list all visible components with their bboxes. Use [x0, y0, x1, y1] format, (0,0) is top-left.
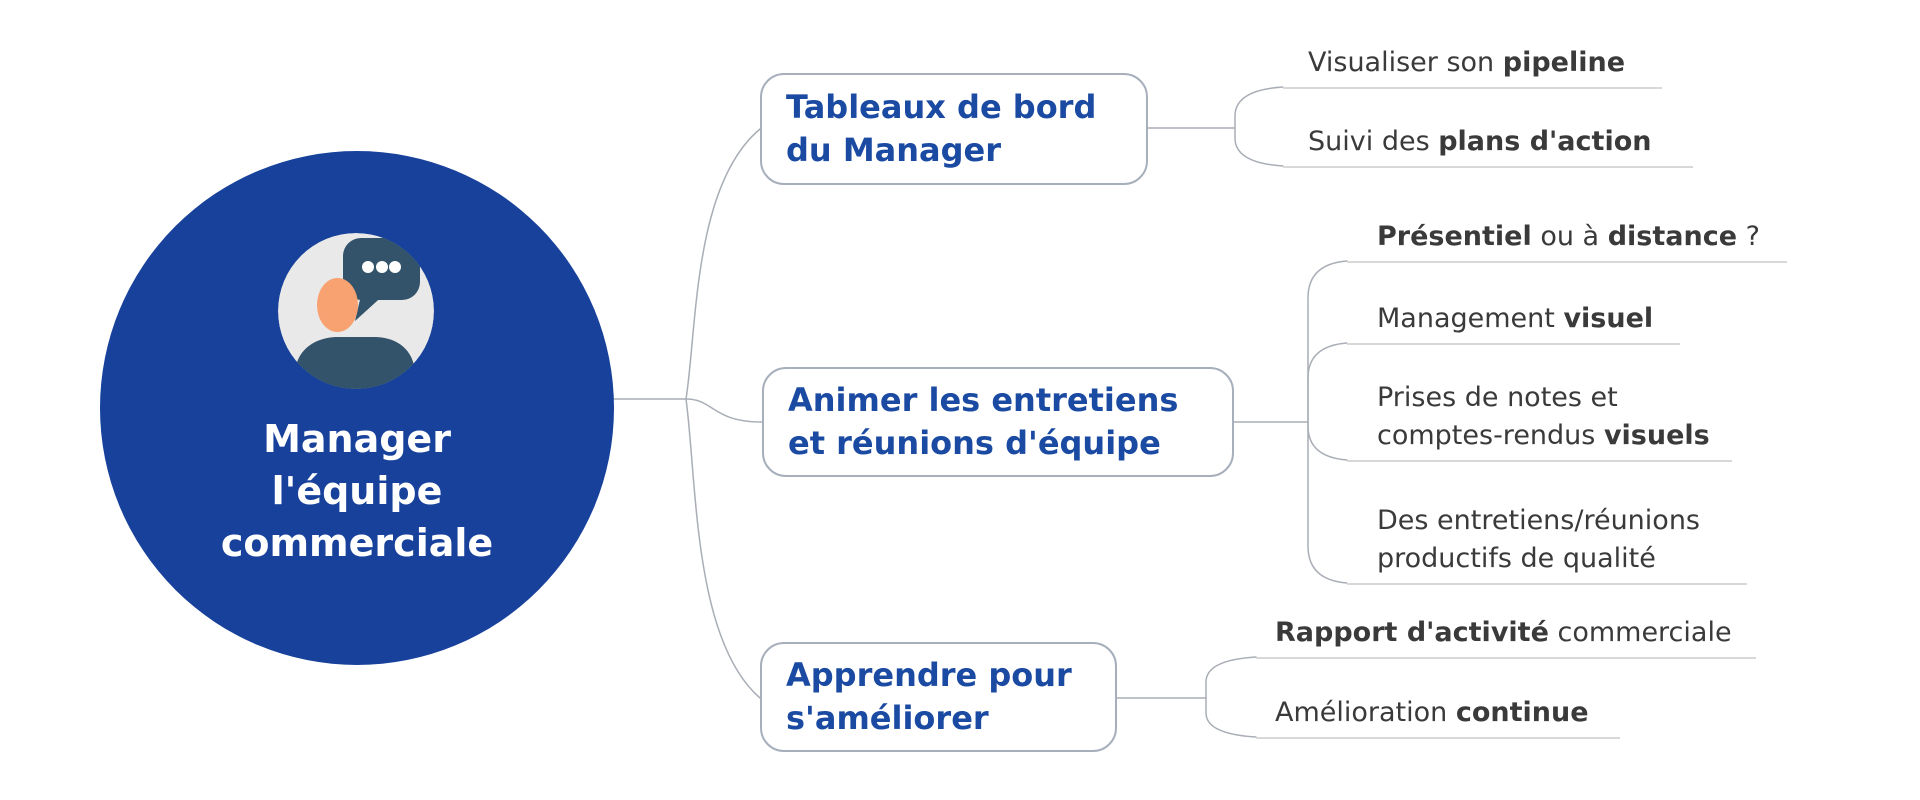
speech-bubble-tail	[355, 291, 388, 321]
subtopic-text-segment: visuels	[1603, 420, 1710, 451]
connector-root-to-topic-1	[685, 128, 761, 400]
manager-chat-icon	[278, 233, 434, 389]
person-face	[317, 278, 358, 332]
subtopic-text-segment: Des entretiens/réunions productifs de qu…	[1377, 505, 1700, 574]
subtopic-management-visuel[interactable]: Management visuel	[1347, 300, 1680, 345]
subtopic-text-segment: Management	[1377, 303, 1564, 334]
bubble-dot	[376, 261, 388, 273]
subtopic-text-segment: Amélioration	[1275, 697, 1456, 728]
bubble-dot	[362, 261, 374, 273]
subtopic-text-segment: continue	[1455, 697, 1589, 728]
connector-root-to-topic-2	[685, 398, 763, 423]
subtopic-text-segment: ou à	[1531, 221, 1608, 252]
topic-tableaux-de-bord[interactable]: Tableaux de bord du Manager	[760, 73, 1148, 185]
connector-topic2-bracket-inner	[1307, 342, 1348, 461]
bubble-dot	[389, 261, 401, 273]
subtopic-text-segment: ?	[1737, 221, 1760, 252]
subtopic-text-segment: plans d'action	[1438, 126, 1652, 157]
subtopic-rapport-activite[interactable]: Rapport d'activité commerciale	[1256, 614, 1756, 659]
connector-topic3-bracket	[1205, 656, 1257, 738]
subtopic-text-segment: pipeline	[1502, 47, 1626, 78]
subtopic-text-segment: Rapport d'activité	[1275, 617, 1549, 648]
central-topic-title-line: commerciale	[220, 521, 494, 565]
subtopic-amelioration-continue[interactable]: Amélioration continue	[1256, 694, 1620, 739]
topic-label-line: Apprendre pour	[786, 656, 1072, 694]
central-topic-title-line: Manager	[263, 417, 451, 461]
topic-label-line: et réunions d'équipe	[788, 424, 1161, 462]
connector-root-to-topic-3	[685, 398, 761, 699]
connector-topic1-bracket	[1234, 86, 1284, 167]
topic-label-line: Tableaux de bord	[786, 88, 1097, 126]
subtopic-text-segment: Présentiel	[1377, 221, 1532, 252]
central-topic-title: Manager l'équipe commerciale	[100, 413, 614, 569]
subtopic-text-segment: distance	[1607, 221, 1738, 252]
topic-animer-entretiens[interactable]: Animer les entretiens et réunions d'équi…	[762, 367, 1234, 477]
subtopic-text-segment: Prises de notes et comptes-rendus	[1377, 382, 1618, 451]
subtopic-text-segment: visuel	[1563, 303, 1654, 334]
subtopic-visualiser-pipeline[interactable]: Visualiser son pipeline	[1283, 44, 1662, 89]
subtopic-suivi-plans-action[interactable]: Suivi des plans d'action	[1283, 123, 1693, 168]
subtopic-notes-comptes-rendus[interactable]: Prises de notes et comptes-rendus visuel…	[1347, 379, 1732, 462]
topic-apprendre[interactable]: Apprendre pour s'améliorer	[760, 642, 1117, 752]
subtopic-presentiel-distance[interactable]: Présentiel ou à distance ?	[1347, 218, 1787, 263]
central-topic-title-line: l'équipe	[271, 469, 443, 513]
topic-label-line: du Manager	[786, 131, 1002, 169]
subtopic-text-segment: Suivi des	[1308, 126, 1439, 157]
subtopic-text-segment: Visualiser son	[1308, 47, 1503, 78]
topic-label-line: s'améliorer	[786, 699, 989, 737]
subtopic-entretiens-productifs[interactable]: Des entretiens/réunions productifs de qu…	[1347, 502, 1747, 585]
central-topic[interactable]: Manager l'équipe commerciale	[100, 151, 614, 665]
topic-label-line: Animer les entretiens	[788, 381, 1179, 419]
subtopic-text-segment: commerciale	[1548, 617, 1732, 648]
connector-topic2-bracket-outer	[1307, 260, 1348, 584]
person-shoulders	[295, 337, 415, 389]
